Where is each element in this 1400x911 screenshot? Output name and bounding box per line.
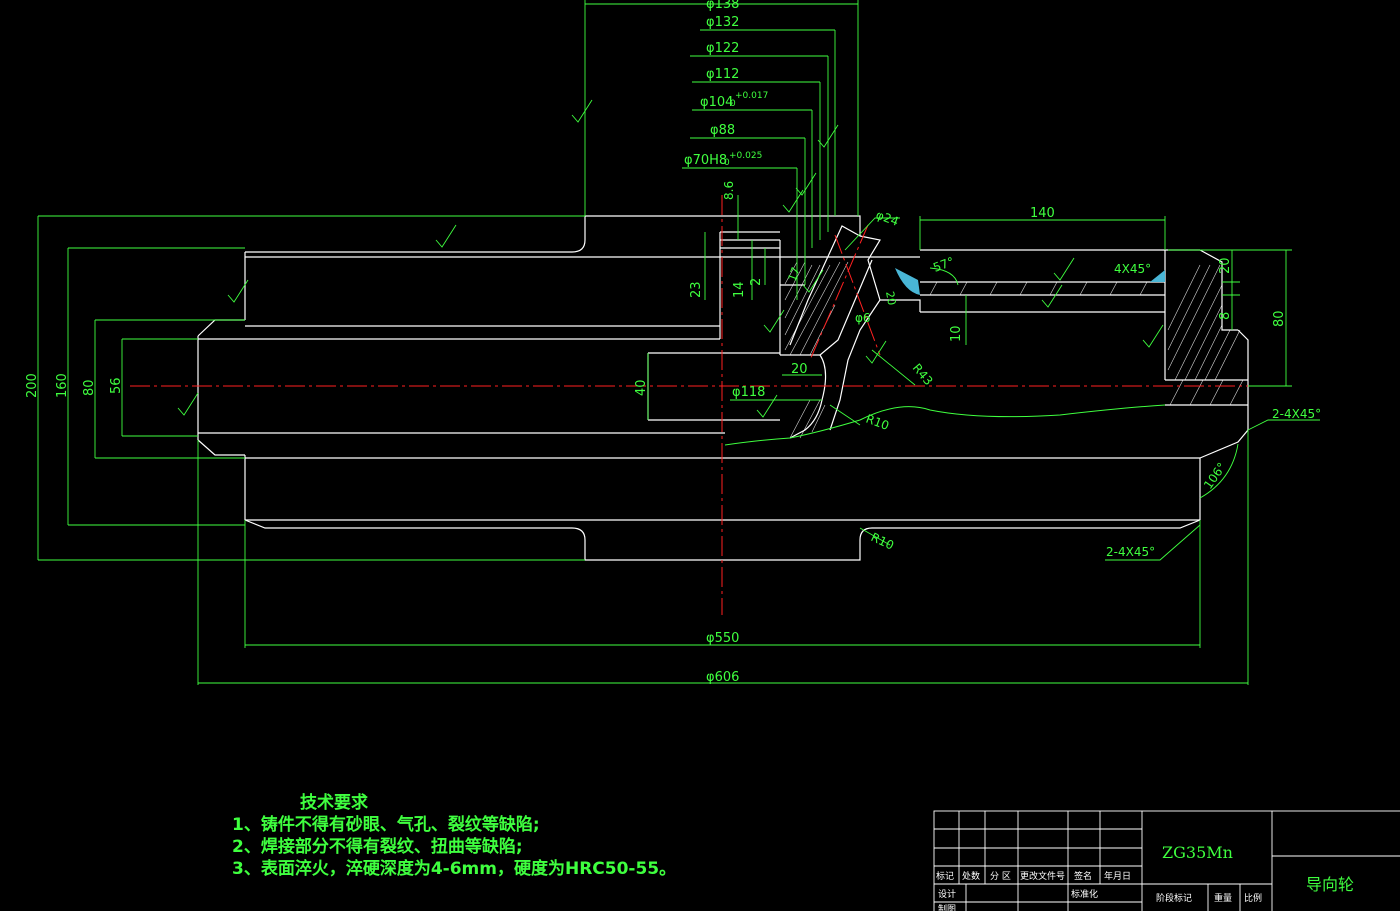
dim-d132: φ132 [706,15,739,30]
notes-title: 技术要求 [300,793,368,813]
dim-2: 2 [749,278,764,286]
dim-d70: φ70H8 [684,153,727,168]
tb-weight: 重量 [1214,892,1232,904]
dim-d550: φ550 [706,631,739,646]
tb-draw: 制图 [938,903,956,911]
dim-20-right: 20 [1218,257,1233,274]
dim-d112: φ112 [706,67,739,82]
dim-d88: φ88 [710,123,735,138]
dim-r10-a: R10 [864,412,891,433]
dimension-lines [37,0,1320,685]
tb-header-3: 更改文件号 [1020,870,1065,882]
dim-d138: φ138 [706,0,739,12]
dim-200: 200 [25,373,40,398]
tb-design: 设计 [938,888,956,900]
dim-14: 14 [732,281,747,298]
title-block-texts: 标记 处数 分 区 更改文件号 签名 年月日 设计 标准化 制图 阶段标记 重量… [936,843,1354,911]
dim-40: 40 [634,379,649,396]
tb-part-name: 导向轮 [1306,875,1354,894]
dim-d6: φ6 [855,311,871,325]
tb-header-5: 年月日 [1104,870,1131,882]
dim-23: 23 [689,281,704,298]
tb-stage: 阶段标记 [1156,892,1192,904]
tb-material: ZG35Mn [1162,843,1233,862]
dim-160: 160 [55,373,70,398]
dim-10: 10 [949,325,964,342]
note-item-1: 1、铸件不得有砂眼、气孔、裂纹等缺陷; [232,815,540,835]
dim-20-slant: 20 [883,290,898,306]
dim-57: 57° [931,254,956,274]
dim-d24: φ24 [874,208,901,229]
dim-d70-tol: +0.025 [729,151,762,161]
tb-scale: 比例 [1244,892,1262,904]
dim-d104-tol: +0.017 [735,91,768,101]
title-block [933,810,1400,911]
dim-d70-tol-low: 0 [724,158,730,168]
dim-80-left: 80 [82,379,97,396]
dim-d104: φ104 [700,95,733,110]
dim-56: 56 [109,377,124,394]
dim-chamfer-bottom: 2-4X45° [1106,545,1155,559]
dim-20-mid: 20 [791,362,808,377]
dim-d104-tol-low: 0 [730,99,736,109]
dim-8-6: 8.6 [722,181,736,200]
dim-80-right: 80 [1272,310,1287,327]
tb-header-2: 分 区 [990,871,1011,882]
dim-chamfer-right: 2-4X45° [1272,407,1321,421]
centerlines [130,195,1265,615]
dim-140: 140 [1030,206,1055,221]
tb-header-0: 标记 [936,870,954,882]
dim-chamfer-top: 4X45° [1114,262,1151,276]
tb-header-1: 处数 [962,870,980,882]
dim-d122: φ122 [706,41,739,56]
part-outline [197,215,1249,561]
section-hatching [784,261,1244,439]
weld-fillets [895,268,1165,295]
tb-header-4: 签名 [1074,870,1092,882]
dim-r10-b: R10 [869,530,896,553]
technical-notes: 技术要求 1、铸件不得有砂眼、气孔、裂纹等缺陷; 2、焊接部分不得有裂纹、扭曲等… [232,792,676,880]
break-line [724,404,1166,446]
dim-17: 17 [786,265,803,283]
note-item-2: 2、焊接部分不得有裂纹、扭曲等缺陷; [232,837,523,857]
dim-d118: φ118 [732,385,765,400]
roughness-marks [177,99,1164,418]
dim-d606: φ606 [706,670,739,685]
note-item-3: 3、表面淬火，淬硬深度为4-6mm，硬度为HRC50-55。 [232,859,677,879]
dimension-texts: φ138 φ132 φ122 φ112 φ104 +0.017 0 φ88 φ7… [25,0,1321,685]
dim-8-right: 8 [1218,312,1233,320]
tb-standard: 标准化 [1071,888,1098,900]
